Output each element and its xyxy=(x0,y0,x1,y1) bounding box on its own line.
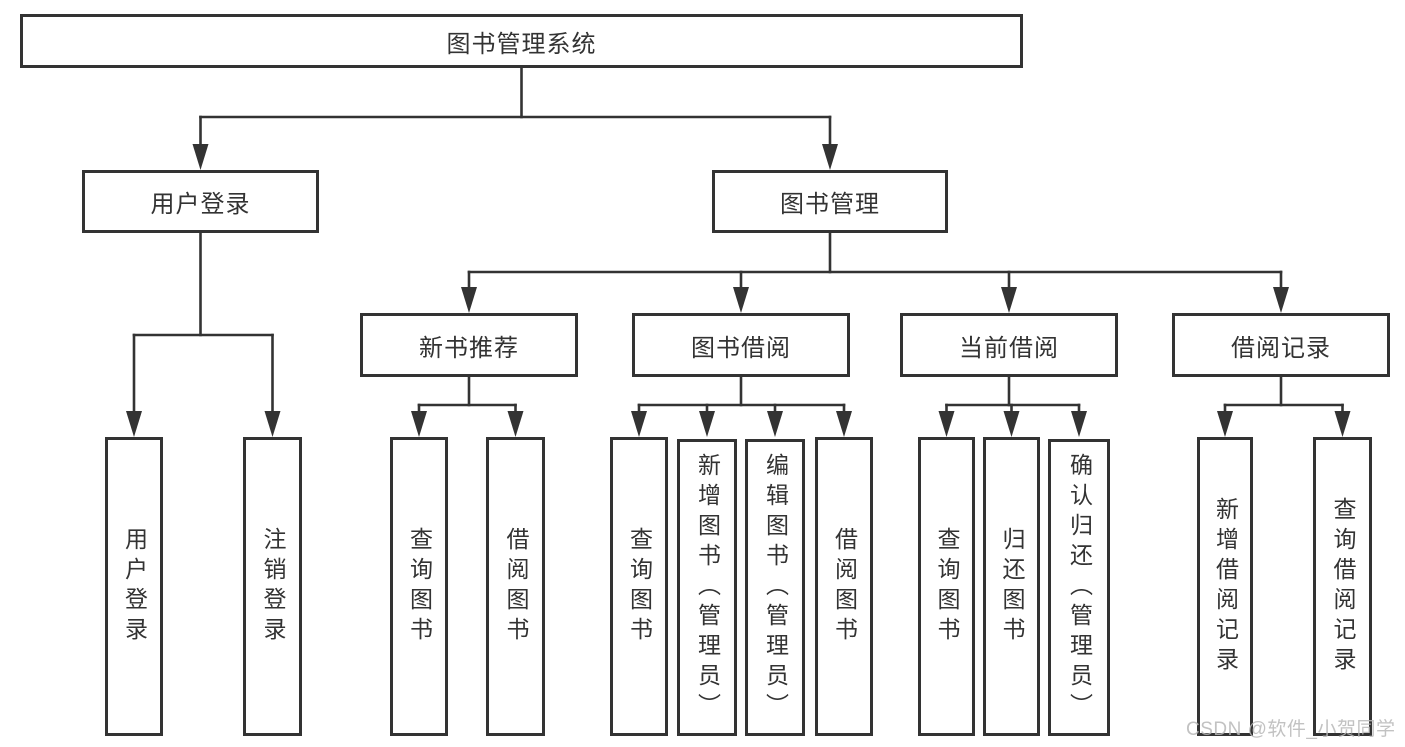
leaf-borrow-books-recommend: 借阅图书 xyxy=(486,437,545,736)
node-book-borrow: 图书借阅 xyxy=(632,313,850,377)
node-current-borrow: 当前借阅 xyxy=(900,313,1118,377)
node-book-management: 图书管理 xyxy=(712,170,948,233)
node-user-login: 用户登录 xyxy=(82,170,319,233)
node-new-book-recommend: 新书推荐 xyxy=(360,313,578,377)
leaf-logout: 注销登录 xyxy=(243,437,302,736)
leaf-query-books-recommend: 查询图书 xyxy=(390,437,448,736)
leaf-query-borrow-record: 查询借阅记录 xyxy=(1313,437,1372,736)
leaf-user-login: 用户登录 xyxy=(105,437,163,736)
leaf-query-books-borrow: 查询图书 xyxy=(610,437,668,736)
csdn-watermark: CSDN @软件_小贺同学 xyxy=(1186,719,1396,740)
leaf-query-books-current: 查询图书 xyxy=(918,437,975,736)
node-borrow-record: 借阅记录 xyxy=(1172,313,1390,377)
leaf-add-borrow-record: 新增借阅记录 xyxy=(1197,437,1253,736)
leaf-confirm-return-admin: 确认归还（管理员） xyxy=(1048,439,1110,736)
leaf-borrow-books: 借阅图书 xyxy=(815,437,873,736)
leaf-edit-books-admin: 编辑图书（管理员） xyxy=(745,439,805,736)
node-system-root: 图书管理系统 xyxy=(20,14,1023,68)
leaf-add-books-admin: 新增图书（管理员） xyxy=(677,439,737,736)
leaf-return-books: 归还图书 xyxy=(983,437,1040,736)
